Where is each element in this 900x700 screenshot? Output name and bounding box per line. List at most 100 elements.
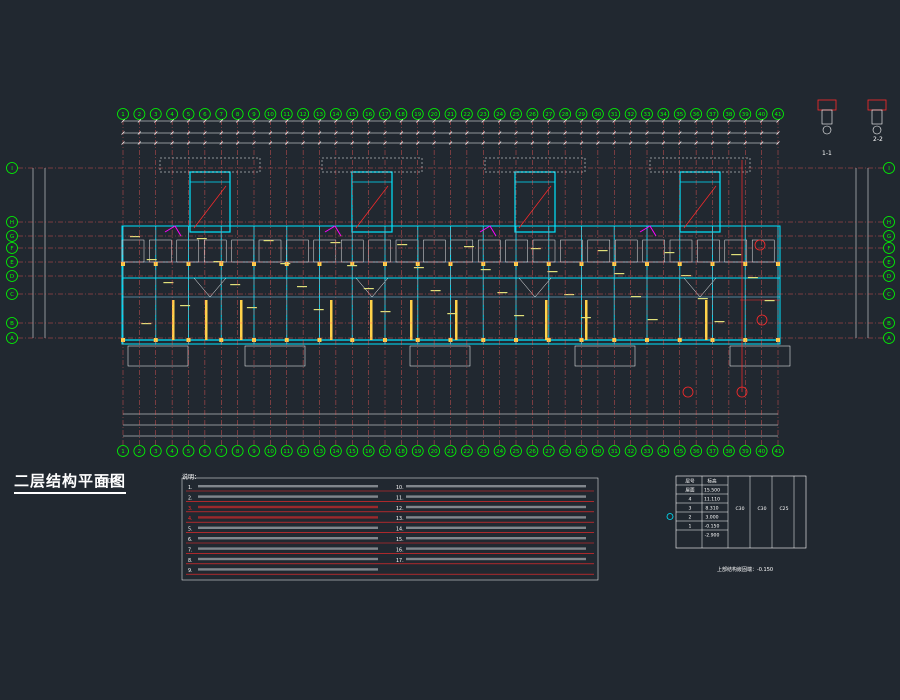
stair-dashed-frame (159, 157, 261, 173)
grid-bubble (883, 242, 895, 254)
dim-tick (563, 131, 567, 135)
dim-tick (530, 131, 535, 135)
grid-bubble (673, 108, 686, 120)
grid-bubble (460, 108, 473, 120)
grid-bubble (313, 445, 326, 457)
grid-bubble (149, 108, 162, 120)
grid-bubble-label: 13 (316, 112, 323, 118)
grid-bubble-label: 9 (252, 112, 256, 118)
grid-bubble-label: 25 (513, 112, 520, 118)
grid-bubble-label: 30 (594, 112, 601, 118)
building-outline (121, 225, 781, 345)
dim-tick (710, 119, 715, 123)
grid-bubble-label: 4 (170, 112, 174, 118)
grid-bubble-label: F (887, 246, 890, 252)
dim-tick (579, 141, 584, 145)
table-elevation-cell: 3.000 (705, 515, 718, 521)
grid-bubble (542, 108, 555, 120)
dimension-annotation (246, 307, 257, 309)
grid-bubble-label: 28 (562, 112, 569, 118)
dim-tick (219, 141, 223, 145)
note-text-line (198, 495, 378, 498)
grid-bubble (6, 256, 18, 268)
section-column (821, 109, 833, 125)
dim-tick (612, 131, 616, 135)
grid-bubble-label: 20 (431, 449, 438, 455)
grid-bubble-label: A (887, 336, 891, 342)
grid-bubble (883, 288, 895, 300)
dimension-annotation (180, 305, 191, 307)
stair-dashed-frame (649, 157, 751, 173)
balcony-1 (127, 345, 189, 367)
grid-bubble-label: 39 (742, 449, 749, 455)
grid-bubble (6, 270, 18, 282)
dim-tick (383, 141, 387, 145)
note-text-line (406, 495, 586, 498)
dimension-annotation (597, 250, 608, 252)
grid-bubble-label: 1 (121, 449, 125, 455)
dimension-annotation (631, 296, 641, 298)
dim-tick (383, 131, 387, 135)
dimension-annotation (163, 282, 174, 284)
grid-bubble (755, 445, 768, 457)
dim-tick (465, 131, 469, 135)
grid-bubble (395, 108, 408, 120)
table-elevation-cell: -0.150 (705, 524, 720, 530)
dim-tick (366, 131, 371, 135)
grid-bubble-label: 15 (349, 112, 356, 118)
grid-bubble-label: 32 (627, 112, 634, 118)
section-detail-2 (867, 99, 887, 111)
dim-tick (334, 131, 338, 135)
dim-tick (203, 141, 207, 145)
grid-bubble (706, 445, 719, 457)
grid-bubble (641, 108, 653, 120)
room-panel (313, 239, 337, 263)
grid-bubble-label: 13 (316, 449, 323, 455)
grid-bubble (411, 445, 424, 457)
grid-bubble (722, 108, 735, 120)
grid-bubble-label: 23 (480, 112, 487, 118)
section-footing (822, 125, 832, 135)
dim-tick (317, 141, 322, 145)
grid-bubble (313, 108, 326, 120)
grid-bubble (444, 108, 457, 120)
dim-tick (203, 119, 207, 123)
grid-bubble (280, 108, 293, 120)
dim-tick (186, 141, 191, 145)
grid-bubble (883, 332, 895, 344)
dim-tick (416, 131, 420, 135)
grid-bubble-label: F (10, 246, 13, 252)
dim-tick (235, 131, 240, 135)
grid-bubble (739, 445, 752, 457)
grid-bubble (329, 445, 342, 457)
dim-tick (432, 141, 436, 145)
room-panel (560, 239, 583, 263)
stair-dashed-frame (321, 157, 423, 173)
dim-tick (514, 119, 518, 123)
grid-bubble-label: 14 (332, 112, 339, 118)
balcony-5 (729, 345, 791, 367)
column-strip (330, 300, 333, 340)
grid-bubble (6, 230, 18, 242)
grid-bubble-label: H (10, 220, 14, 226)
grid-bubble (493, 108, 506, 120)
grid-bubble (280, 445, 293, 457)
grid-bubble (559, 108, 572, 120)
table-elevation-cell: 11.110 (704, 497, 720, 503)
rebar-mark (479, 225, 497, 237)
grid-bubble (690, 108, 703, 120)
dim-tick (743, 141, 747, 145)
grid-bubble (690, 445, 703, 457)
section-footing (872, 125, 882, 135)
grid-bubble (510, 108, 522, 120)
grid-bubble-label: 22 (463, 449, 470, 455)
note-text-line (198, 537, 378, 540)
grid-bubble (215, 108, 228, 120)
grid-bubble-label: 32 (627, 449, 634, 455)
dim-tick (547, 131, 551, 135)
section-detail-1 (817, 99, 837, 111)
grid-bubble-label: 19 (414, 449, 421, 455)
grid-bubble (493, 445, 506, 457)
dim-tick (334, 141, 338, 145)
grid-bubble-label: 15 (349, 449, 356, 455)
